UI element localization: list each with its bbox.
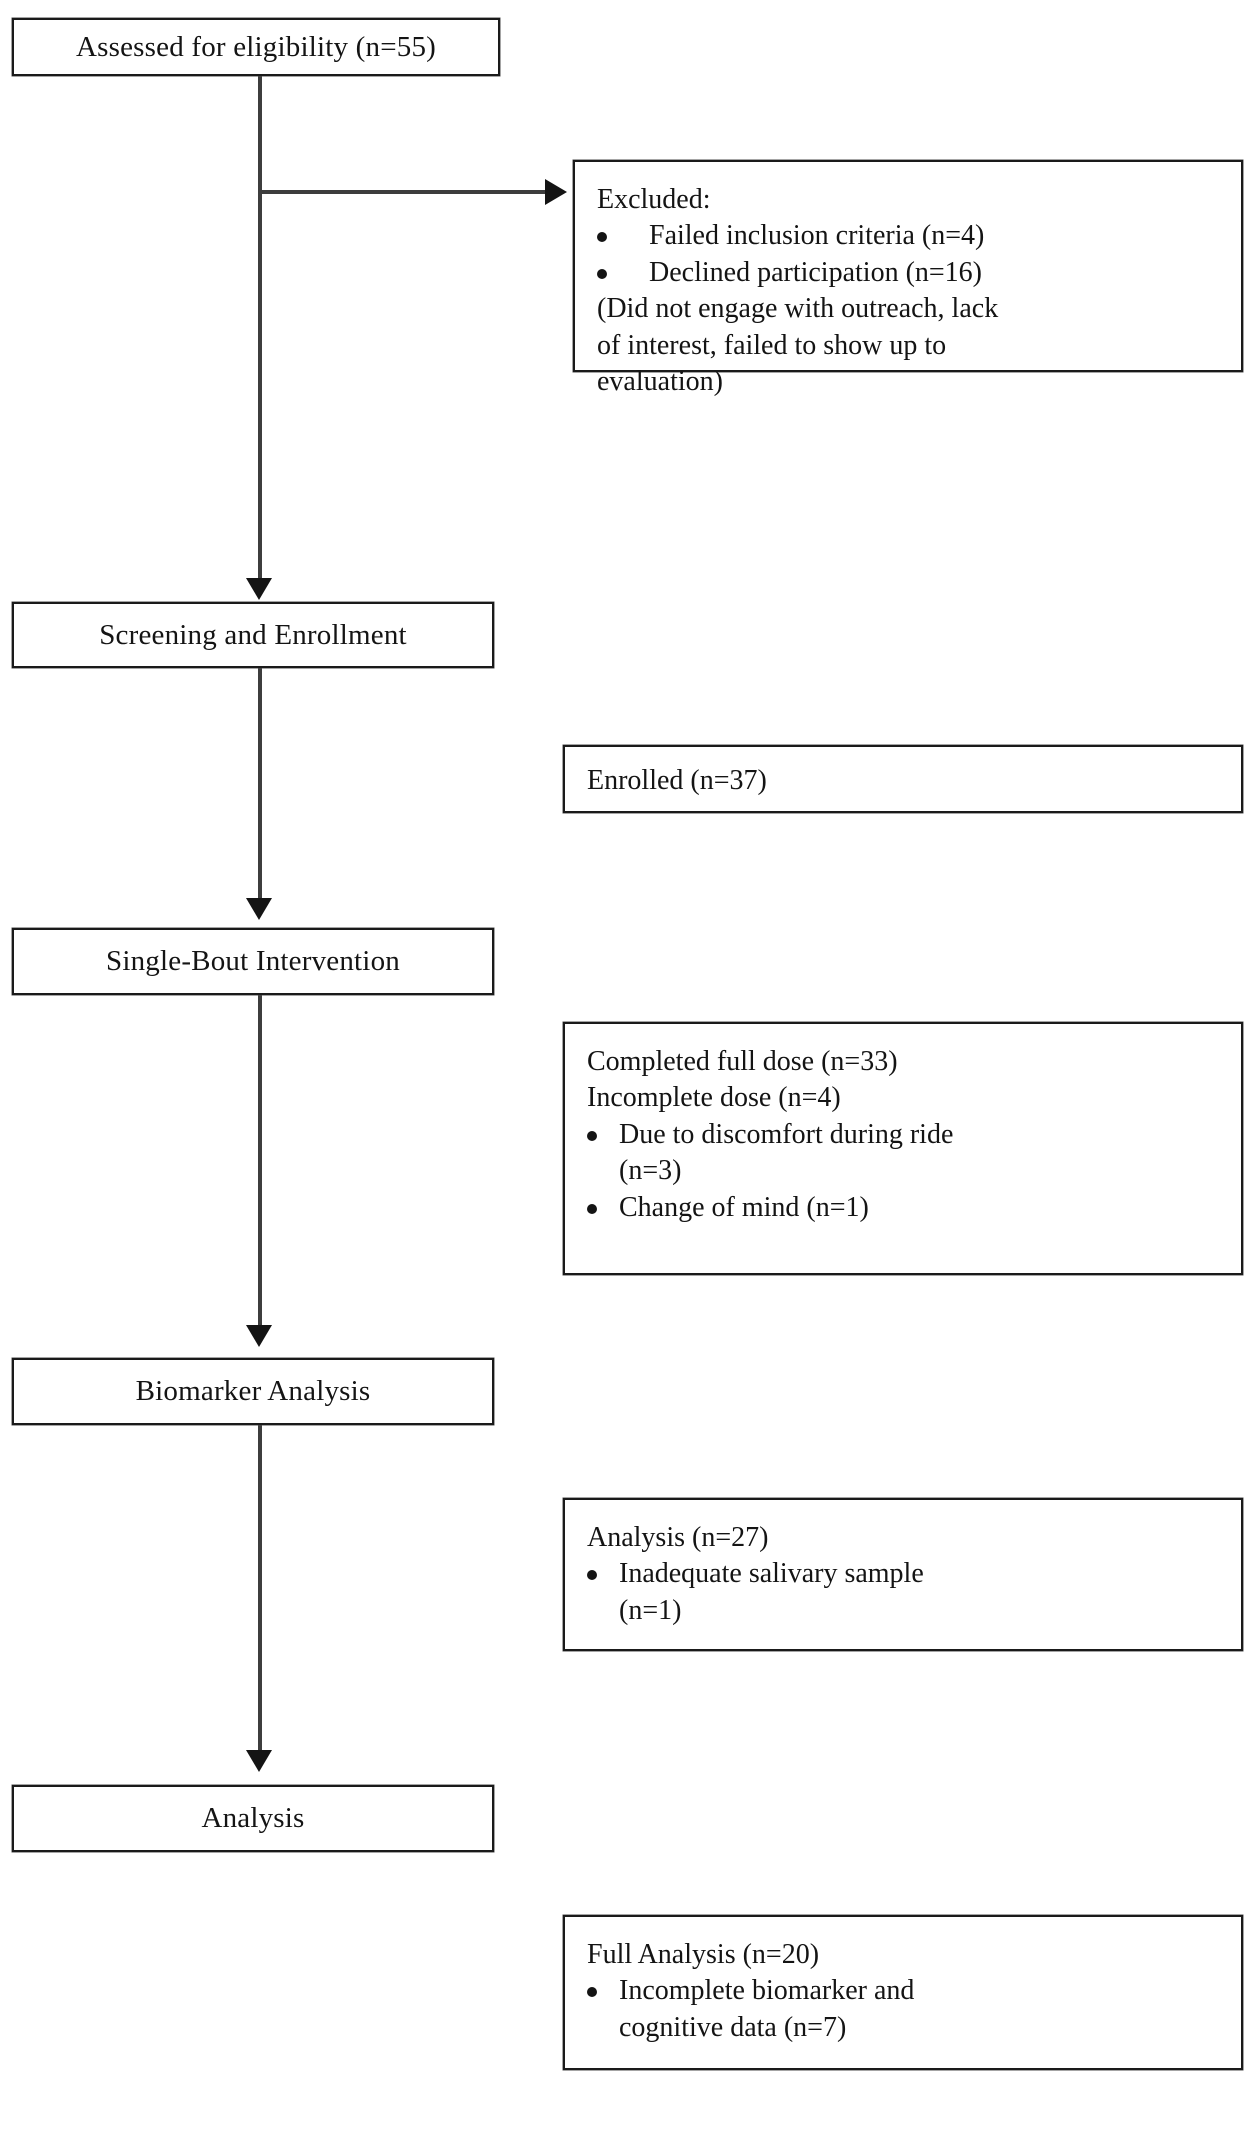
arrowhead-screening [246,578,272,600]
node-screening-and-enrollment: Screening and Enrollment [12,602,494,668]
full-analysis-bullet-1: Incomplete biomarker and cognitive data … [587,1973,1225,2046]
node-screening-label: Screening and Enrollment [99,618,407,651]
dose-bullet-1-text: Due to discomfort during ride (n=3) [619,1117,1225,1190]
connector-assessed-to-screening [258,75,262,595]
arrowhead-biomarker [246,1325,272,1347]
bullet-dot-icon [587,1570,597,1581]
bullet-dot-icon [587,1987,597,1998]
excluded-bullet-2: Declined participation (n=16) [597,255,1225,291]
bullet-dot-icon [587,1203,597,1214]
node-enrolled: Enrolled (n=37) [563,745,1243,813]
analysis-27-bullet-1: Inadequate salivary sample (n=1) [587,1556,1225,1629]
analysis-27-bullet-1-line-1: Inadequate salivary sample [619,1558,924,1590]
node-analysis-label: Analysis [201,1802,305,1835]
dose-bullet-1-line-1: Due to discomfort during ride [619,1118,954,1150]
arrowhead-analysis [246,1750,272,1772]
bullet-dot-icon [587,1130,597,1141]
bullet-dot-icon [597,232,607,243]
dose-line-1: Completed full dose (n=33) [587,1046,898,1077]
node-dose-outcomes: Completed full dose (n=33) Incomplete do… [563,1022,1243,1275]
analysis-27-line-1: Analysis (n=27) [587,1522,769,1553]
connector-intervention-to-biomarker [258,995,262,1335]
node-biomarker-label: Biomarker Analysis [135,1375,371,1408]
full-analysis-bullet-1-line-1: Incomplete biomarker and [619,1975,915,2007]
excluded-note-line-3: evaluation) [597,365,723,397]
node-biomarker-analysis: Biomarker Analysis [12,1358,494,1425]
node-excluded-body: Excluded: Failed inclusion criteria (n=4… [575,162,1241,414]
excluded-note-line-1: (Did not engage with outreach, lack [597,293,999,325]
dose-line-2: Incomplete dose (n=4) [587,1082,841,1114]
excluded-note-line-2: of interest, failed to show up to [597,329,947,361]
node-full-analysis-body: Full Analysis (n=20) Incomplete biomarke… [565,1917,1241,2060]
node-analysis: Analysis [12,1785,494,1852]
node-analysis-27: Analysis (n=27) Inadequate salivary samp… [563,1498,1243,1651]
node-excluded: Excluded: Failed inclusion criteria (n=4… [573,160,1243,397]
dose-bullet-1-line-2: (n=3) [619,1155,682,1187]
bullet-dot-icon [597,268,607,279]
excluded-bullet-1-text: Failed inclusion criteria (n=4) [649,220,985,252]
enrolled-label: Enrolled (n=37) [587,765,767,796]
node-dose-body: Completed full dose (n=33) Incomplete do… [565,1024,1241,1240]
analysis-27-bullet-1-text: Inadequate salivary sample (n=1) [619,1556,1225,1629]
analysis-27-bullet-1-line-2: (n=1) [619,1594,682,1626]
full-analysis-line-1: Full Analysis (n=20) [587,1939,820,1970]
full-analysis-bullet-1-line-2: cognitive data (n=7) [619,2011,847,2043]
node-assessed-label: Assessed for eligibility (n=55) [75,30,437,63]
arrowhead-excluded [545,179,567,205]
node-enrolled-body: Enrolled (n=37) [565,747,1241,813]
node-analysis-27-body: Analysis (n=27) Inadequate salivary samp… [565,1500,1241,1643]
connector-assessed-to-excluded [258,190,548,194]
connector-biomarker-to-analysis [258,1425,262,1760]
node-intervention-label: Single-Bout Intervention [106,945,400,978]
excluded-bullet-1: Failed inclusion criteria (n=4) [597,218,1225,254]
full-analysis-bullet-1-text: Incomplete biomarker and cognitive data … [619,1973,1225,2046]
dose-bullet-1: Due to discomfort during ride (n=3) [587,1117,1225,1190]
dose-bullet-2-text: Change of mind (n=1) [619,1191,869,1223]
node-single-bout-intervention: Single-Bout Intervention [12,928,494,995]
excluded-heading: Excluded: [597,184,711,215]
connector-screening-to-intervention [258,668,262,913]
excluded-bullet-2-text: Declined participation (n=16) [649,256,983,288]
node-full-analysis: Full Analysis (n=20) Incomplete biomarke… [563,1915,1243,2070]
dose-bullet-2: Change of mind (n=1) [587,1190,1225,1226]
arrowhead-intervention [246,898,272,920]
node-assessed-for-eligibility: Assessed for eligibility (n=55) [12,18,500,76]
